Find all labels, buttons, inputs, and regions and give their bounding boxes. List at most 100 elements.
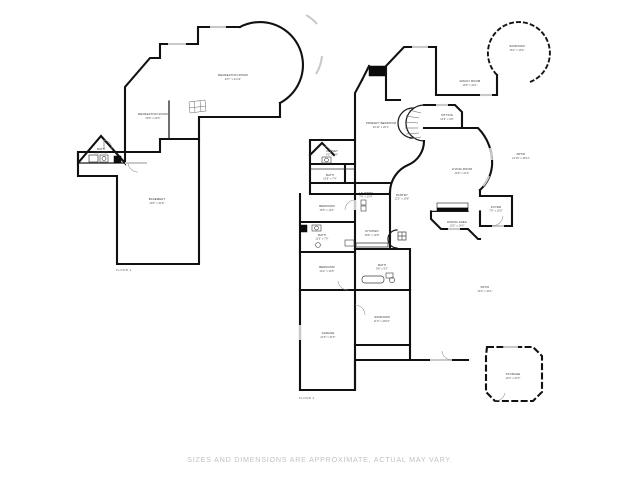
floor-2-plan: FLOOR 2 SUNROOM 15'2" x 16'4" FAMILY ROO… — [298, 21, 551, 403]
floor-1-tag: FLOOR 1 — [116, 268, 132, 272]
room-dim-closet-f2: 9'5" x 6'4" — [326, 154, 338, 157]
room-label-sunroom-low: SUNROOM — [374, 315, 390, 319]
room-dim-kitchen: 18'8" x 14'8" — [364, 234, 379, 237]
room-label-bath-f1: BATH — [97, 147, 105, 151]
room-dim-bedroom-up: 15'5" x 14'1" — [319, 209, 334, 212]
floor1-bath-angled-wall — [76, 134, 127, 166]
room-label-sunroom: SUNROOM — [509, 44, 525, 48]
room-label-bath-lower: BATH — [378, 263, 386, 267]
floor1-bay-opening-top — [305, 14, 318, 25]
room-label-laundry: LAUNDRY — [359, 191, 373, 195]
floor2-fireplace-block — [368, 65, 386, 77]
floor2-closet-angled-wall — [308, 141, 336, 157]
room-label-foyer: FOYER — [491, 205, 501, 209]
room-label-dining: DINING AREA — [447, 220, 467, 224]
floor2-bedroom-upper-arc — [344, 199, 356, 211]
room-label-kitchen: KITCHEN — [365, 229, 378, 233]
room-label-closet-f2: CLOSET — [326, 149, 338, 153]
room-dim-family-room: 19'9" x 24'1" — [462, 84, 477, 87]
floor2-dryer — [360, 205, 367, 212]
room-dim-storage: 14'3" x 21'5" — [505, 377, 520, 380]
room-label-bath-small-f2: BATH — [326, 173, 334, 177]
floor1-bath-door-arc — [103, 139, 113, 150]
floor2-bath-lower-tub — [361, 275, 385, 284]
floor2-wing-sink — [324, 157, 329, 163]
room-label-basement-f1: BASEMENT — [149, 197, 166, 201]
floor2-living-curve-opening-b — [482, 175, 490, 187]
floor1-vanity-fixture — [99, 154, 109, 163]
room-dim-foyer: 7'8" x 10'5" — [489, 210, 503, 213]
room-label-bedroom-up: BEDROOM — [319, 204, 335, 208]
room-label-primary-bedroom: PRIMARY BEDROOM — [366, 121, 397, 125]
floor2-sunroom-circle-wall — [486, 21, 551, 83]
disclaimer-note: SIZES AND DIMENSIONS ARE APPROXIMATE, AC… — [187, 455, 453, 464]
room-label-sitting: SITTING — [441, 113, 453, 117]
floor2-sunroom-lower-wall — [353, 288, 412, 347]
room-dim-basement-f1: 29'6" x 31'8" — [149, 202, 164, 205]
floor2-living-room-hearth — [430, 202, 469, 213]
room-dim-primary-bedroom: 22'11" x 20'1" — [373, 126, 389, 129]
room-dim-recreation-upper: 24'7" x 21'10" — [225, 78, 242, 81]
floor2-bath-lower-vanity — [385, 272, 394, 279]
floor2-bedroom-upper-wall — [298, 192, 357, 254]
floor2-washer — [360, 199, 367, 206]
floor2-garage-lower-outline — [298, 343, 412, 392]
floor2-range-cooktop — [397, 231, 407, 241]
room-label-family-room: FAMILY ROOM — [460, 79, 481, 83]
room-label-bath-mid: BATH — [318, 233, 326, 237]
room-dim-garage: 21'5" x 31'5" — [320, 336, 335, 339]
room-label-recreation-lower: RECREATION ROOM — [138, 112, 168, 116]
floor1-doorway-block — [113, 155, 122, 164]
floor2-bath-mid-vanity — [311, 224, 322, 232]
floor-1-plan: FLOOR 1 RECREATION ROOM 24'7" x 21'10" R… — [76, 14, 324, 272]
floor-2-tag: FLOOR 2 — [299, 396, 315, 400]
room-dim-pantry: 12'5" x 10'8" — [394, 198, 409, 201]
floor2-bath-mid-sink — [314, 225, 319, 231]
floor2-bedroom-lower-wall — [298, 250, 357, 292]
floor2-sunroom-lower-arc — [354, 304, 366, 316]
floor2-nook-curve — [387, 229, 398, 249]
floor2-kitchen-counter-long — [355, 242, 389, 248]
room-label-recreation-upper: RECREATION ROOM — [218, 73, 248, 77]
room-dim-living-room: 24'8" x 21'6" — [454, 172, 469, 175]
floor2-bedroom-lower-arc — [337, 280, 349, 291]
floor1-rounded-bay-wall — [238, 21, 304, 105]
room-label-patio-upper: PATIO — [517, 152, 526, 156]
floor-2-room-labels: SUNROOM 15'2" x 16'4" FAMILY ROOM 19'9" … — [315, 44, 530, 380]
room-dim-bath-small-f2: 10'8" x 7'4" — [323, 178, 337, 181]
floor2-corridor-curve — [388, 139, 426, 194]
room-label-garage: GARAGE — [322, 331, 335, 335]
floor2-bath-mid-doorblock — [299, 224, 308, 233]
floor2-storage-outline — [484, 345, 544, 403]
room-dim-recreation-lower: 24'8" x 22'5" — [145, 117, 160, 120]
floor2-living-curve-opening-a — [488, 147, 494, 161]
room-dim-laundry: 7'6" x 10'4" — [359, 196, 373, 199]
floor1-stair-hatch — [188, 99, 207, 114]
floor1-bay-opening-right — [315, 55, 324, 75]
room-label-pantry: PANTRY — [396, 193, 408, 197]
floor1-bay-return-wall — [197, 101, 282, 141]
floor2-patio-door-arc — [441, 350, 453, 361]
floor2-service-wing-wall — [308, 138, 392, 196]
room-dim-sitting: 14'9" x 9'8" — [440, 118, 454, 121]
room-label-storage: STORAGE — [506, 372, 521, 376]
floor2-closet-door-arc — [323, 145, 332, 155]
room-dim-patio-lower: 44'0" x 44'1" — [477, 290, 492, 293]
floor2-bath-lower-toilet — [389, 277, 395, 283]
room-dim-patio-upper: 21'10" x 45'11" — [512, 157, 530, 160]
floor2-primary-bedroom-wall — [353, 78, 402, 196]
floor2-fireplace-diag — [360, 64, 371, 82]
room-label-living-room: LIVING ROOM — [452, 167, 473, 171]
floor-1-room-labels: RECREATION ROOM 24'7" x 21'10" RECREATIO… — [94, 73, 248, 205]
floor2-kitchen-island — [344, 239, 355, 247]
floor1-tub-fixture — [88, 154, 99, 163]
floor2-foyer-door-arc — [491, 215, 504, 227]
floor2-curved-staircase — [397, 104, 425, 142]
room-label-bedroom-low: BEDROOM — [319, 265, 335, 269]
room-label-patio-lower: PATIO — [481, 285, 490, 289]
floor2-foyer-wall — [478, 188, 514, 228]
floor2-storage-door-arc — [494, 392, 506, 402]
room-dim-sunroom-low: 11'5" x 28'10" — [374, 320, 390, 323]
floor1-sink-fixture — [101, 156, 107, 161]
